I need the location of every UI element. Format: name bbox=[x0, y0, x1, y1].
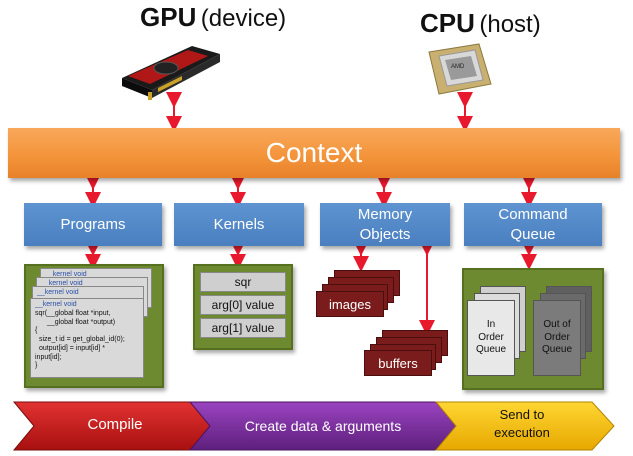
command-label-line1: Command bbox=[498, 206, 568, 223]
kernels-box: Kernels bbox=[174, 203, 304, 246]
code-back-0-line1: __kernel void bbox=[37, 289, 79, 296]
memory-objects-box: Memory Objects bbox=[320, 203, 450, 246]
out-of-order-line2: Order bbox=[544, 331, 570, 343]
send-chevron bbox=[434, 401, 615, 451]
code-line-5: size_t id = get_global_id(0); bbox=[39, 336, 125, 343]
memory-label-line2: Objects bbox=[359, 225, 411, 243]
context-bar: Context bbox=[8, 128, 620, 178]
memory-label-line1: Memory bbox=[357, 206, 413, 223]
cpu-heading: CPU (host) bbox=[420, 8, 541, 39]
kernel-item-sqr: sqr bbox=[200, 272, 286, 292]
code-line-7: input[id]; bbox=[35, 353, 62, 361]
gpu-subtitle: (device) bbox=[200, 5, 287, 32]
in-order-queue-card: In Order Queue bbox=[467, 300, 515, 376]
code-line-3: __global float *output) bbox=[47, 318, 116, 326]
send-label: Send to execution bbox=[462, 406, 582, 441]
send-label-line2: execution bbox=[494, 424, 550, 440]
code-line-6: output[id] = input[id] * bbox=[39, 344, 105, 352]
in-order-line2: Order bbox=[478, 331, 504, 343]
cpu-chip-image: AMD bbox=[428, 43, 492, 95]
command-label-line2: Queue bbox=[510, 225, 556, 243]
svg-text:AMD: AMD bbox=[451, 64, 465, 70]
out-of-order-line3: Queue bbox=[541, 344, 573, 356]
code-card-front: __kernel void sqr(__global float *input,… bbox=[30, 298, 144, 378]
pipeline-arrows bbox=[12, 401, 615, 451]
code-line-2: sqr(__global float *input, bbox=[35, 309, 111, 317]
code-line-1: __kernel void bbox=[35, 301, 77, 308]
out-of-order-queue-card: Out of Order Queue bbox=[533, 300, 581, 376]
code-back-2-line1: __kernel void bbox=[45, 271, 87, 278]
programs-box: Programs bbox=[24, 203, 162, 246]
gpu-heading: GPU (device) bbox=[140, 2, 286, 33]
code-line-4: { bbox=[35, 327, 38, 335]
code-back-1-line1: __kernel void bbox=[41, 280, 83, 287]
send-label-line1: Send to bbox=[499, 407, 545, 422]
cpu-title: CPU bbox=[420, 8, 475, 38]
command-queue-box: Command Queue bbox=[464, 203, 602, 246]
images-label: images bbox=[329, 296, 371, 312]
kernel-item-arg1: arg[1] value bbox=[200, 318, 286, 338]
buffers-label: buffers bbox=[378, 355, 418, 371]
in-order-line1: In bbox=[486, 319, 496, 331]
compile-label: Compile bbox=[87, 416, 143, 433]
gpu-card-image bbox=[122, 46, 220, 100]
out-of-order-line1: Out of bbox=[543, 319, 571, 331]
create-label: Create data & arguments bbox=[244, 418, 402, 434]
kernel-item-arg0: arg[0] value bbox=[200, 295, 286, 315]
images-card: images bbox=[316, 291, 384, 317]
in-order-line3: Queue bbox=[475, 344, 507, 356]
code-line-8: } bbox=[35, 362, 38, 370]
buffers-card: buffers bbox=[364, 350, 432, 376]
gpu-title: GPU bbox=[140, 2, 197, 32]
cpu-subtitle: (host) bbox=[479, 11, 541, 38]
programs-label: Programs bbox=[60, 215, 126, 233]
kernels-label: Kernels bbox=[213, 215, 265, 233]
